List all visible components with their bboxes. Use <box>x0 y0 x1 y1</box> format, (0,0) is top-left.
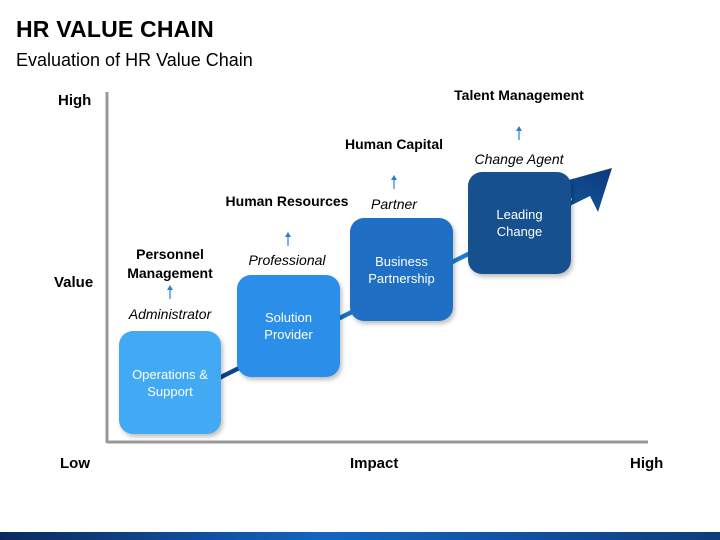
stage-title-human-capital: Human Capital <box>344 136 443 152</box>
y-axis-high-label: High <box>58 92 92 109</box>
footer-bar <box>0 532 720 540</box>
stage-role-partner: Partner <box>371 196 417 212</box>
box-operations-support: Operations & Support <box>119 331 221 434</box>
stage-role-administrator: Administrator <box>128 306 212 322</box>
box-label: Leading Change <box>496 207 543 239</box>
y-axis-value-label: Value <box>54 274 94 291</box>
box-leading-change: Leading Change <box>468 172 571 274</box>
box-business-partnership: Business Partnership <box>350 218 453 321</box>
stage-role-professional: Professional <box>248 252 326 268</box>
slide-title: HR VALUE CHAIN <box>16 16 214 42</box>
stage-title-personnel-management: Personnel Management <box>127 246 213 281</box>
slide-subtitle: Evaluation of HR Value Chain <box>16 50 253 70</box>
box-label: Operations & Support <box>132 366 208 399</box>
small-up-arrows <box>167 126 522 299</box>
x-axis-low-label: Low <box>60 455 90 472</box>
box-label: Business Partnership <box>368 253 435 286</box>
stage-role-change-agent: Change Agent <box>474 151 564 167</box>
x-axis-impact-label: Impact <box>350 455 399 472</box>
stage-title-talent-management: Talent Management <box>454 87 584 103</box>
x-axis-high-label: High <box>630 455 664 472</box>
stage-title-human-resources: Human Resources <box>225 193 349 209</box>
box-label: Solution Provider <box>264 310 313 342</box>
box-solution-provider: Solution Provider <box>237 275 340 377</box>
